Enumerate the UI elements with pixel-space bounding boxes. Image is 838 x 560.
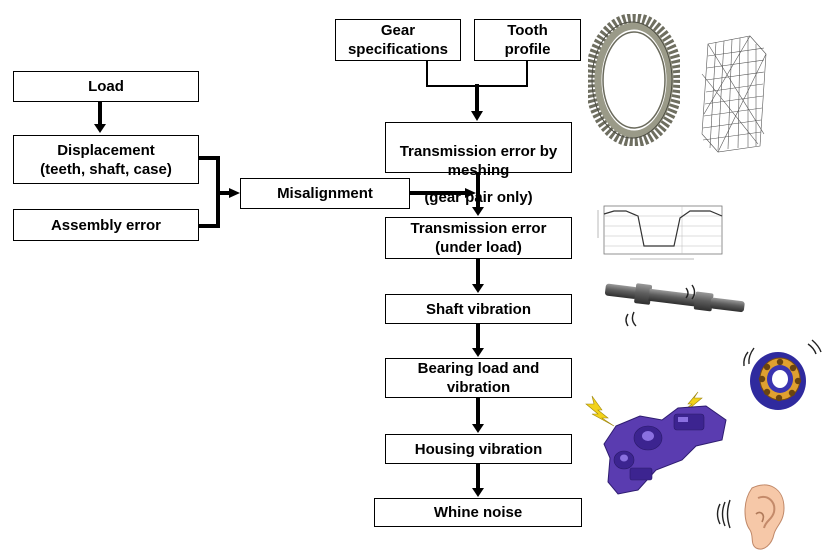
whine-noise-box: Whine noise [374, 498, 582, 527]
te-by-meshing-label: Transmission error by meshing [399, 143, 558, 179]
shaft-vibration-label: Shaft vibration [425, 300, 531, 318]
displacement-box: Displacement (teeth, shaft, case) [13, 135, 199, 184]
ear-illustration [716, 484, 785, 550]
assembly-error-label: Assembly error [50, 216, 162, 234]
tooth-profile-label: Tooth profile [504, 22, 551, 58]
bearing-load-label: Bearing load and vibration [417, 360, 540, 396]
displacement-label: Displacement (teeth, shaft, case) [40, 141, 172, 178]
load-box: Load [13, 71, 199, 102]
gear-specifications-box: Gear specifications [335, 19, 461, 61]
housing-vibration-label: Housing vibration [414, 440, 543, 458]
bearing-load-box: Bearing load and vibration [385, 358, 572, 398]
tooth-grid-plot [701, 35, 767, 153]
misalignment-box: Misalignment [240, 178, 410, 209]
assembly-error-box: Assembly error [13, 209, 199, 241]
shaft-vibration-box: Shaft vibration [385, 294, 572, 324]
misalignment-label: Misalignment [277, 185, 373, 202]
housing-vibration-box: Housing vibration [385, 434, 572, 464]
whine-noise-label: Whine noise [433, 504, 523, 521]
bearing-illustration [743, 339, 822, 410]
gear-specifications-label: Gear specifications [347, 22, 449, 58]
tooth-profile-box: Tooth profile [474, 19, 581, 61]
te-by-meshing-box: Transmission error by meshing (gear pair… [385, 122, 572, 206]
housing-illustration [585, 391, 727, 495]
te-under-load-box: Transmission error (under load) [385, 217, 572, 259]
load-label: Load [88, 78, 124, 95]
ring-gear-illustration [588, 14, 680, 146]
te-under-load-label: Transmission error (under load) [410, 220, 547, 256]
transmission-error-graph [597, 205, 723, 260]
shaft-illustration [604, 283, 745, 327]
te-by-meshing-note: (gear pair only) [424, 189, 533, 206]
